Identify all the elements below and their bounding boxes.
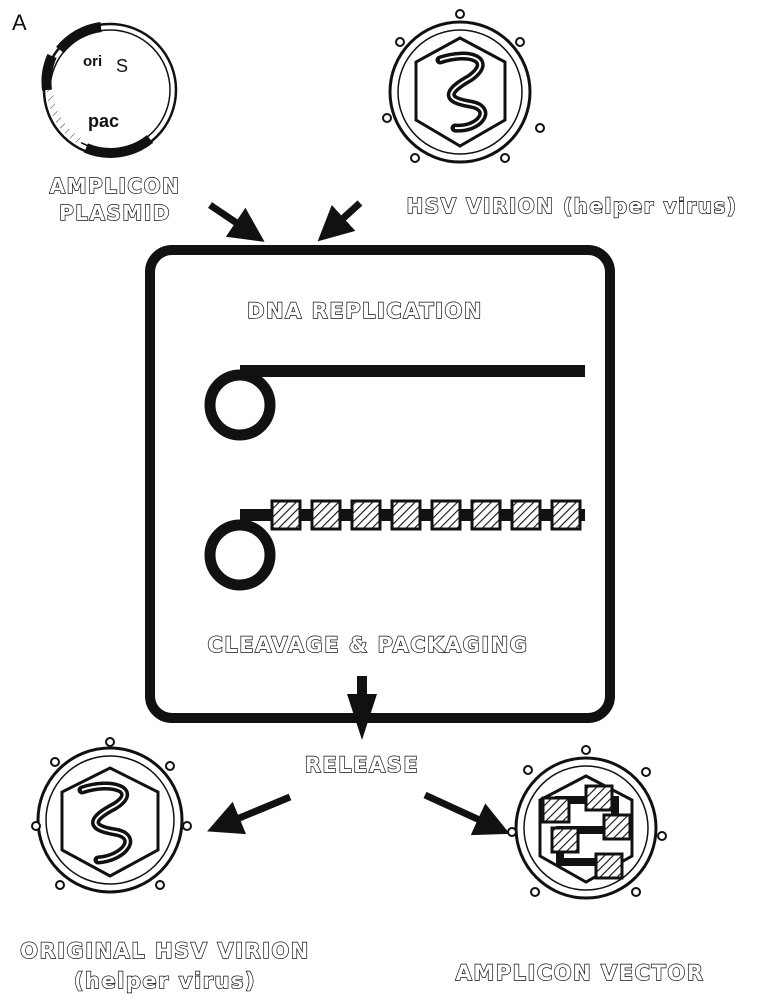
arrow-to-original-virion [220, 797, 290, 826]
amplicon-unit-5 [432, 501, 460, 529]
ori-label: ori [83, 53, 102, 70]
hsv-virion-title: HSV VIRION (helper virus) [406, 194, 737, 218]
arrow-virion-to-cell [328, 203, 360, 232]
amplicon-vector-title: AMPLICON VECTOR [456, 961, 705, 985]
amplicon-vector-diagram [508, 746, 666, 898]
original-virion-title-line2: (helper virus) [74, 969, 256, 993]
plasmid-title-line2: PLASMID [59, 201, 171, 225]
amplicon-unit-6 [472, 501, 500, 529]
amplicon-unit-2 [312, 501, 340, 529]
amplicon-unit-4 [392, 501, 420, 529]
packaged-unit-1 [543, 798, 569, 822]
packaged-unit-5 [596, 854, 622, 878]
pac-segment [86, 139, 150, 153]
rolling-circle-dna [210, 365, 585, 435]
panel-label: A [12, 10, 27, 35]
amplicon-unit-8 [552, 501, 580, 529]
arrow-plasmid-to-cell [210, 205, 253, 234]
amplicon-plasmid-diagram: ori S pac [44, 24, 176, 156]
cleavage-packaging-label: CLEAVAGE & PACKAGING [207, 633, 528, 657]
packaged-unit-2 [586, 786, 612, 810]
amplicon-unit-1 [272, 501, 300, 529]
ori-segment [60, 27, 101, 50]
s-label: S [116, 56, 128, 76]
arrow-to-amplicon-vector [425, 795, 497, 828]
concatemer-dna [210, 501, 585, 585]
dna-replication-label: DNA REPLICATION [247, 299, 483, 323]
pac-label: pac [88, 111, 119, 131]
packaged-unit-3 [604, 815, 630, 839]
packaged-unit-4 [552, 828, 578, 852]
original-virion-diagram [32, 738, 191, 892]
amplicon-unit-3 [352, 501, 380, 529]
hsv-virion-diagram [383, 10, 544, 162]
original-virion-title-line1: ORIGINAL HSV VIRION [20, 939, 310, 963]
release-label: RELEASE [305, 753, 419, 777]
amplicon-unit-7 [512, 501, 540, 529]
release-arrow [347, 676, 377, 740]
plasmid-title-line1: AMPLICON [50, 174, 181, 198]
